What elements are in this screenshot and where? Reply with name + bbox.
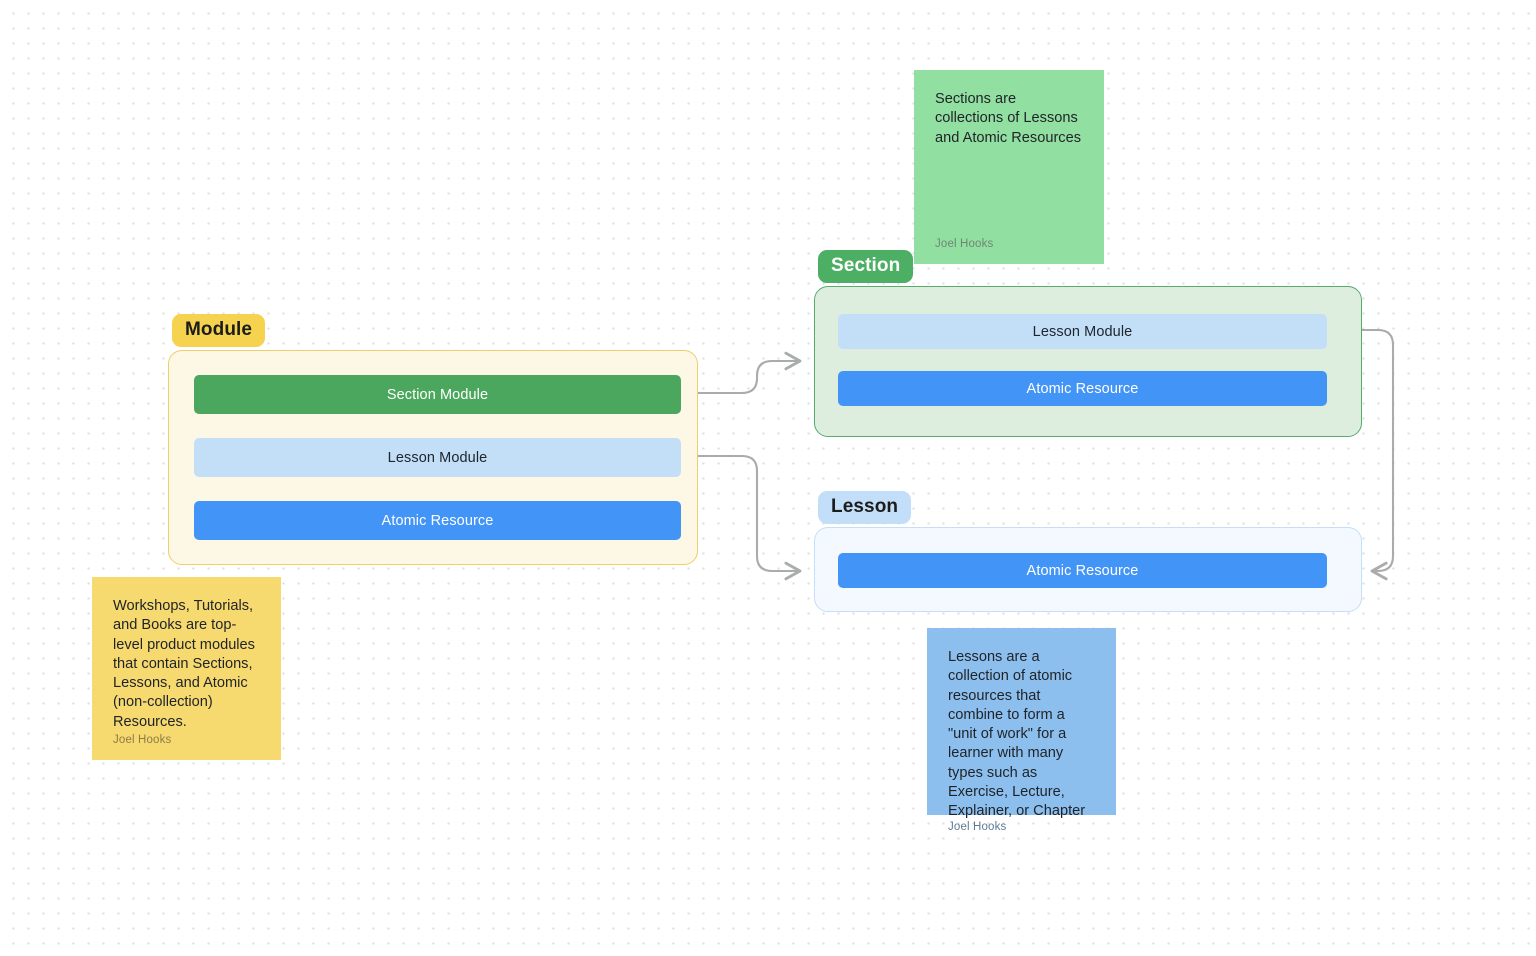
group-label-module[interactable]: Module xyxy=(172,314,266,347)
node-lesson-module[interactable]: Lesson Module xyxy=(194,438,681,477)
sticky-note-module[interactable]: Workshops, Tutorials, and Books are top-… xyxy=(92,577,281,760)
group-section-body: Lesson Module Atomic Resource xyxy=(814,286,1362,437)
group-label-lesson[interactable]: Lesson xyxy=(818,491,912,524)
group-section[interactable]: Section Lesson Module Atomic Resource xyxy=(814,250,1362,437)
node-atomic-resource-in-lesson[interactable]: Atomic Resource xyxy=(838,553,1327,588)
node-atomic-resource[interactable]: Atomic Resource xyxy=(194,501,681,540)
sticky-note-author: Joel Hooks xyxy=(113,734,172,746)
sticky-note-text: Workshops, Tutorials, and Books are top-… xyxy=(113,598,255,730)
group-lesson[interactable]: Lesson Atomic Resource xyxy=(814,491,1362,612)
group-module-body: Section Module Lesson Module Atomic Reso… xyxy=(168,350,698,565)
group-module[interactable]: Module Section Module Lesson Module Atom… xyxy=(168,314,698,565)
sticky-note-author: Joel Hooks xyxy=(948,821,1007,834)
connector-lesson-module-to-lesson xyxy=(680,454,802,581)
sticky-note-section[interactable]: Sections are collections of Lessons and … xyxy=(914,70,1104,264)
sticky-note-lesson[interactable]: Lessons are a collection of atomic resou… xyxy=(927,628,1116,833)
node-atomic-resource-in-section[interactable]: Atomic Resource xyxy=(838,371,1327,406)
sticky-note-text: Lessons are a collection of atomic resou… xyxy=(948,649,1086,819)
node-lesson-module-in-section[interactable]: Lesson Module xyxy=(838,314,1327,349)
sticky-note-text: Sections are collections of Lessons and … xyxy=(935,91,1082,146)
group-lesson-body: Atomic Resource xyxy=(814,527,1362,612)
sticky-note-author: Joel Hooks xyxy=(935,238,994,250)
connector-section-module-to-section xyxy=(680,351,802,395)
group-label-section[interactable]: Section xyxy=(818,250,914,283)
node-section-module[interactable]: Section Module xyxy=(194,375,681,414)
